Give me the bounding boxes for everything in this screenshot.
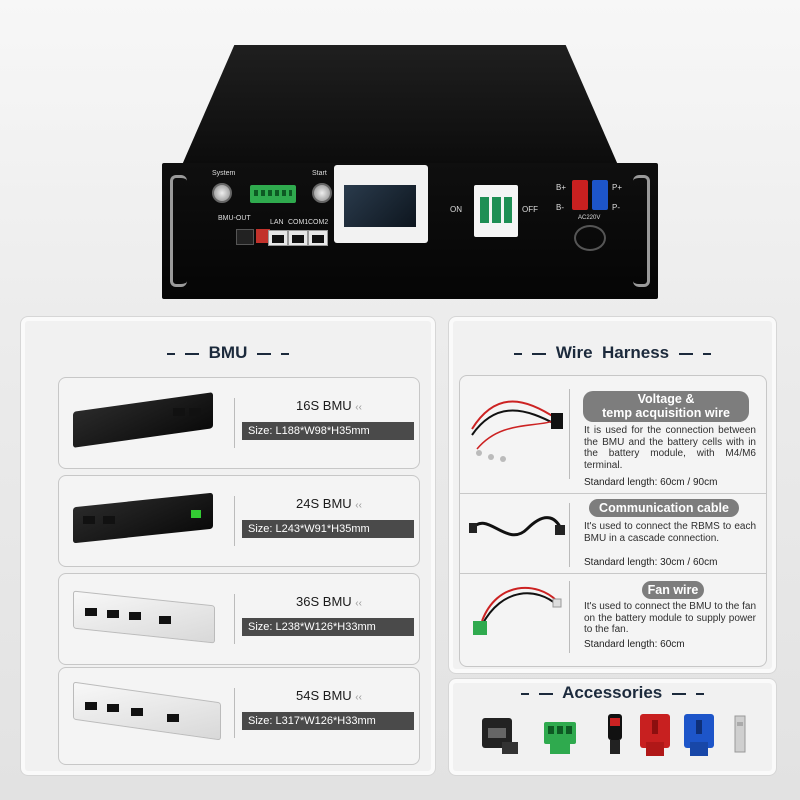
heading-dash-icon <box>702 352 711 355</box>
green-terminal-block-icon <box>250 185 296 203</box>
heading-dash-icon <box>696 692 704 695</box>
heading-dash-icon <box>166 352 175 355</box>
bmu-out-port-icon <box>236 229 254 245</box>
bmu-size-label: Size: L317*W126*H33mm <box>242 712 414 730</box>
touch-screen-display <box>344 185 416 227</box>
divider <box>234 688 235 738</box>
bmu-title: BMU <box>208 343 248 362</box>
system-button-icon <box>212 183 232 203</box>
communication-cable-length: Standard length: 30cm / 60cm <box>584 557 718 568</box>
divider <box>459 573 767 574</box>
fan-wire-length: Standard length: 60cm <box>584 639 685 650</box>
bmu-size-label: Size: L238*W126*H33mm <box>242 618 414 636</box>
bmu-card-16s: 16S BMU ‹‹ Size: L188*W98*H35mm <box>58 377 420 469</box>
accessories-heading: Accessories <box>449 683 776 703</box>
dip-switch-icon <box>256 229 270 243</box>
circuit-breaker-icon <box>474 185 518 237</box>
divider <box>234 496 235 546</box>
bmu-panel-heading: BMU <box>21 343 435 363</box>
wire-list-frame <box>459 375 767 667</box>
voltage-temp-wire-title: Voltage & temp acquisition wire <box>583 391 749 422</box>
lan-port-icon <box>268 230 288 246</box>
bmu-36s-image <box>73 588 219 648</box>
wire-panel-heading: Wire Harness <box>449 343 776 363</box>
divider <box>234 398 235 448</box>
p-minus-label: P- <box>612 203 620 212</box>
bmu-name: 54S BMU ‹‹ <box>296 688 362 703</box>
communication-cable-image <box>469 516 565 537</box>
heading-dash-icon <box>520 692 529 695</box>
breaker-on-label: ON <box>450 205 462 214</box>
bmu-card-36s: 36S BMU ‹‹ Size: L238*W126*H33mm <box>58 573 420 665</box>
wire-title: Wire Harness <box>555 343 670 362</box>
bmu-name: 36S BMU ‹‹ <box>296 594 362 609</box>
bmu-16s-image <box>73 392 219 452</box>
lan-label: LAN <box>270 219 284 226</box>
green-terminal-plug-icon <box>544 722 576 754</box>
red-anderson-connector-icon <box>640 714 670 756</box>
divider <box>234 594 235 644</box>
bmu-size-label: Size: L188*W98*H35mm <box>242 422 414 440</box>
bmu-card-24s: 24S BMU ‹‹ Size: L243*W91*H35mm <box>58 475 420 567</box>
black-fuse-plug-icon <box>608 714 622 754</box>
voltage-temp-wire-image <box>471 400 563 462</box>
heading-dash-icon <box>678 352 693 355</box>
accessories-title: Accessories <box>562 683 663 702</box>
communication-cable-title: Communication cable <box>589 499 739 517</box>
red-power-connector-icon <box>572 180 588 210</box>
rack-handle-right <box>633 175 650 287</box>
b-plus-label: B+ <box>556 183 567 192</box>
p-plus-label: P+ <box>612 183 623 192</box>
bmu-size-label: Size: L243*W91*H35mm <box>242 520 414 538</box>
heading-dash-icon <box>538 692 553 695</box>
divider <box>569 503 570 567</box>
breaker-off-label: OFF <box>522 205 538 214</box>
heading-dash-icon <box>532 352 547 355</box>
bmu-card-54s: 54S BMU ‹‹ Size: L317*W126*H33mm <box>58 667 420 765</box>
bmu-54s-image <box>73 681 221 742</box>
b-minus-label: B- <box>556 203 564 212</box>
heading-dash-icon <box>281 352 290 355</box>
com1-port-icon <box>288 230 308 246</box>
bmu-24s-image <box>73 490 219 550</box>
bmu-panel: BMU 16S BMU ‹‹ Size: L188*W98*H35mm 24S … <box>20 316 436 776</box>
bmu-out-label: BMU-OUT <box>218 215 251 222</box>
divider <box>459 493 767 494</box>
fan-wire-description: It's used to connect the BMU to the fan … <box>584 601 757 635</box>
blue-anderson-connector-icon <box>684 714 714 756</box>
ac220v-label: AC220V <box>578 215 601 221</box>
fan-wire-title: Fan wire <box>642 581 704 599</box>
heading-dash-icon <box>184 352 199 355</box>
heading-dash-icon <box>257 352 272 355</box>
system-label: System <box>212 170 236 177</box>
start-button-icon <box>312 183 332 203</box>
heading-dash-icon <box>672 692 686 695</box>
voltage-temp-wire-description: It is used for the connection between th… <box>584 425 756 471</box>
blue-power-connector-icon <box>592 180 608 210</box>
battery-management-rack: System Start BMU-OUT LAN COM1 COM2 ON OF… <box>160 45 660 299</box>
fan-wire-image <box>473 587 562 635</box>
start-label: Start <box>312 170 327 177</box>
rack-top-cover <box>182 45 618 165</box>
wire-harness-panel: Wire Harness Voltage & temp acquisition … <box>448 316 777 674</box>
heading-dash-icon <box>514 352 523 355</box>
rack-handle-left <box>170 175 187 287</box>
com2-port-icon <box>308 230 328 246</box>
com2-label: COM2 <box>308 219 329 226</box>
divider <box>569 581 570 653</box>
divider <box>569 389 570 479</box>
black-connector-icon <box>482 718 518 754</box>
voltage-temp-wire-length: Standard length: 60cm / 90cm <box>584 477 718 488</box>
bmu-name: 24S BMU ‹‹ <box>296 496 362 511</box>
communication-cable-description: It's used to connect the RBMS to each BM… <box>584 521 756 544</box>
ac-power-socket-icon <box>574 225 606 251</box>
com1-label: COM1 <box>288 219 309 226</box>
metal-terminal-pin-icon <box>734 715 746 753</box>
bmu-name: 16S BMU ‹‹ <box>296 398 362 413</box>
